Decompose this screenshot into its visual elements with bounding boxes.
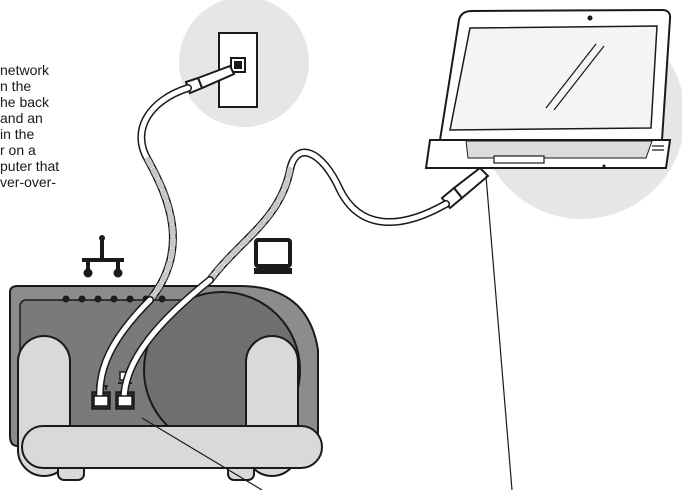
caption-line: and an	[0, 110, 43, 126]
laptop-camera	[587, 15, 593, 21]
callout-line-ports	[141, 417, 263, 490]
laptop-cable	[120, 148, 450, 404]
laptop-inset	[424, 8, 682, 219]
laptop-cable-plug	[440, 166, 490, 210]
caption-line: in the	[0, 126, 35, 142]
caption-text: network n the he back and an in the r on…	[0, 62, 120, 190]
wall-cable	[95, 84, 192, 404]
caption-line: r on a	[0, 142, 36, 158]
wall-jack-inset	[179, 0, 309, 127]
router-stand	[17, 335, 323, 481]
computer-monitor-icon	[254, 238, 292, 274]
caption-line: n the	[0, 78, 32, 94]
callout-line-laptop	[485, 175, 513, 490]
caption-line: puter that	[0, 158, 60, 174]
ethernet-network-icon	[82, 235, 124, 278]
laptop-screen	[449, 25, 658, 131]
caption-line: ver-over-	[0, 174, 57, 190]
caption-line: he back	[0, 94, 50, 110]
laptop-side-port	[652, 145, 664, 151]
router-plug-network	[93, 395, 109, 407]
laptop-keyboard	[465, 140, 653, 159]
caption-line: network	[0, 62, 50, 78]
router-plug-computer	[117, 395, 133, 407]
laptop-trackpad	[493, 155, 545, 164]
